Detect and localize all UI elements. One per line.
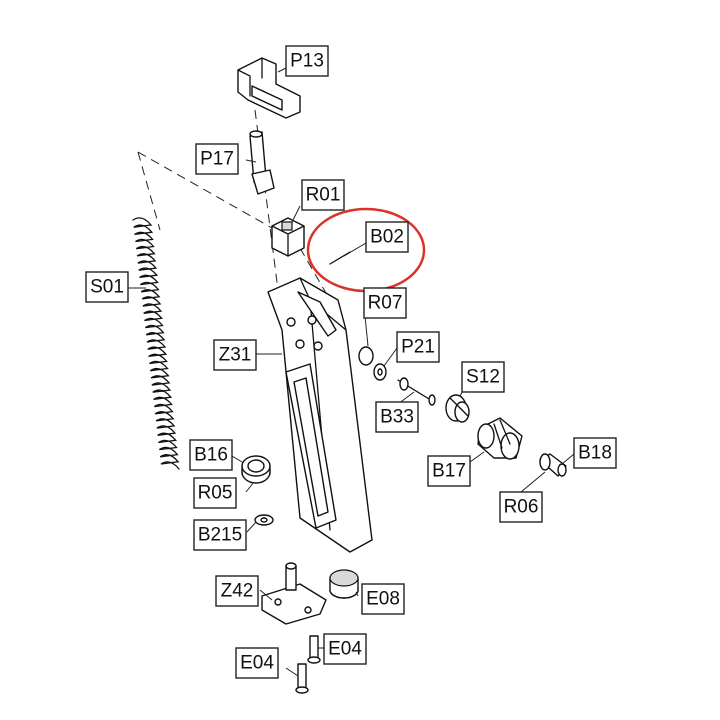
label-s01: S01	[85, 271, 129, 303]
alignment-guides	[137, 109, 331, 301]
label-s12-text: S12	[466, 367, 500, 388]
part-b215-washer	[254, 514, 274, 526]
label-e04-left: E04	[235, 647, 279, 679]
label-b18: B18	[573, 437, 617, 469]
label-r05: R05	[193, 477, 237, 509]
part-r07-oring	[358, 346, 374, 366]
label-b33: B33	[375, 401, 419, 433]
part-z42-base-plate	[261, 562, 327, 625]
part-e08-knob	[329, 569, 359, 599]
label-e04-left-text: E04	[240, 653, 274, 674]
label-p17-text: P17	[200, 149, 234, 170]
label-b16-text: B16	[194, 445, 228, 466]
label-b215-text: B215	[198, 525, 242, 546]
label-z42-text: Z42	[221, 581, 254, 602]
label-p13: P13	[285, 45, 329, 77]
label-p17: P17	[195, 143, 239, 175]
label-b02-text: B02	[370, 227, 404, 248]
label-e04-right-text: E04	[328, 639, 362, 660]
part-p17-pin	[249, 130, 275, 195]
part-b33-valve-stem	[397, 377, 436, 406]
leader-lines	[126, 65, 575, 677]
label-p13-text: P13	[290, 51, 324, 72]
label-b33-text: B33	[380, 407, 414, 428]
label-b215: B215	[193, 519, 247, 551]
label-z42: Z42	[215, 575, 259, 607]
part-b16-cap	[241, 455, 271, 484]
label-e04-right: E04	[323, 633, 367, 665]
label-e08: E08	[361, 583, 405, 615]
label-r01-text: R01	[306, 185, 341, 206]
label-b17-text: B17	[432, 461, 466, 482]
label-b02: B02	[365, 221, 409, 253]
label-b17: B17	[427, 455, 471, 487]
part-e04-screws	[295, 635, 321, 694]
label-r07-text: R07	[368, 293, 403, 314]
label-s01-text: S01	[90, 277, 124, 298]
part-s12-seal	[445, 394, 470, 423]
part-p21-washer	[373, 363, 387, 381]
label-r06: R06	[499, 491, 543, 523]
label-r07: R07	[363, 287, 407, 319]
label-s12: S12	[461, 361, 505, 393]
label-b18-text: B18	[578, 443, 612, 464]
part-r01-block	[271, 217, 305, 257]
part-s01-spring	[132, 217, 180, 470]
label-e08-text: E08	[366, 589, 400, 610]
label-r06-text: R06	[504, 497, 539, 518]
part-b17-valve-body	[477, 417, 523, 460]
label-z31-text: Z31	[219, 345, 252, 366]
label-p21-text: P21	[401, 337, 435, 358]
label-r01: R01	[301, 179, 345, 211]
label-r05-text: R05	[198, 483, 233, 504]
label-b16: B16	[189, 439, 233, 471]
part-z31-magazine-body	[267, 277, 373, 553]
label-p21: P21	[396, 331, 440, 363]
part-p13-follower	[237, 57, 301, 119]
label-z31: Z31	[213, 339, 257, 371]
